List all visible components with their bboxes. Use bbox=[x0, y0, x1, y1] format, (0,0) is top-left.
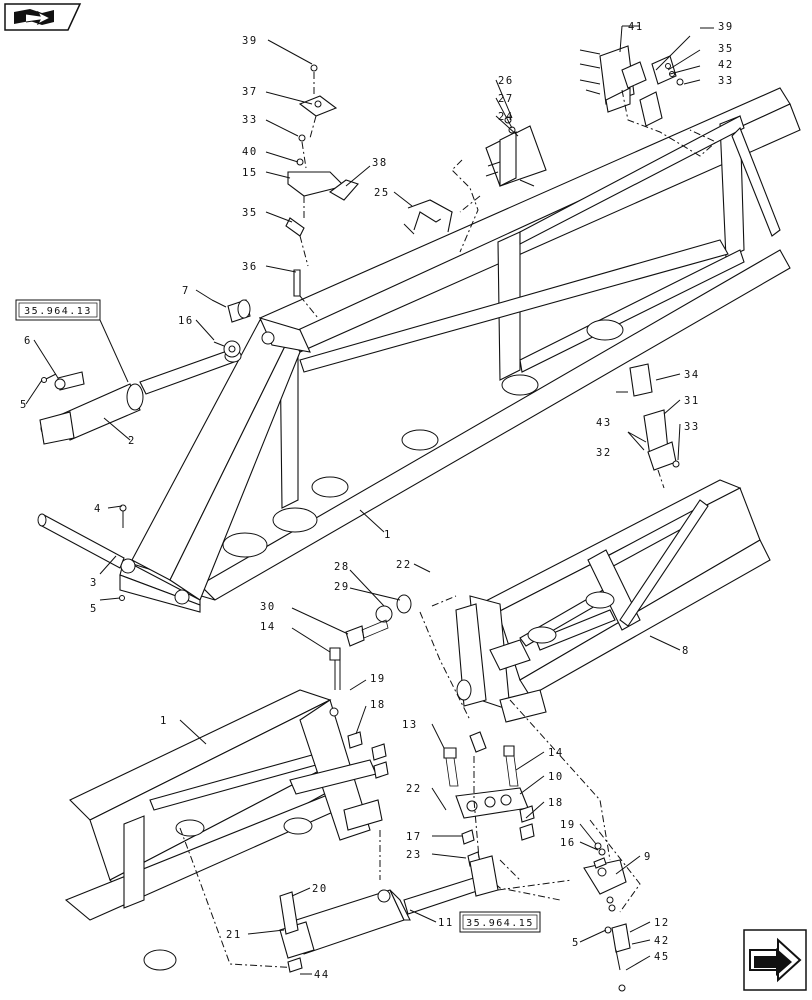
callout-7: 7 bbox=[182, 285, 190, 297]
upper-bracket-hardware bbox=[285, 64, 359, 319]
callout-22-lower: 22 bbox=[406, 783, 422, 795]
lower-right-boom-frame bbox=[455, 479, 771, 723]
callout-25: 25 bbox=[374, 187, 390, 199]
callout-14-lower: 14 bbox=[548, 747, 564, 759]
u-bolt-25 bbox=[403, 199, 454, 235]
nuts-18 bbox=[347, 731, 389, 779]
callout-1-lower: 1 bbox=[160, 715, 168, 727]
bolt-5 bbox=[41, 373, 57, 383]
plate-41 bbox=[579, 45, 684, 127]
callout-36: 36 bbox=[242, 261, 258, 273]
callout-6: 6 bbox=[24, 335, 32, 347]
upper-boom-frame bbox=[119, 87, 801, 613]
callout-11: 11 bbox=[438, 917, 454, 929]
lower-left-boom-frame bbox=[64, 689, 383, 971]
plate-10 bbox=[455, 787, 529, 819]
bolt-44 bbox=[287, 957, 303, 973]
callout-30: 30 bbox=[260, 601, 276, 613]
callout-24: 24 bbox=[498, 111, 514, 123]
bushing bbox=[469, 731, 487, 753]
bushing-16 bbox=[213, 340, 241, 358]
callout-22: 22 bbox=[396, 559, 412, 571]
callout-42-lower: 42 bbox=[654, 935, 670, 947]
callout-19-lower: 19 bbox=[560, 819, 576, 831]
callout-16-lower: 16 bbox=[560, 837, 576, 849]
pin-20 bbox=[279, 891, 299, 935]
callout-5-lower: 5 bbox=[90, 603, 98, 615]
callout-18: 18 bbox=[370, 699, 386, 711]
bolt-12 bbox=[611, 923, 631, 971]
callout-33: 33 bbox=[242, 114, 258, 126]
pin-7 bbox=[211, 299, 251, 323]
callout-43: 43 bbox=[596, 417, 612, 429]
callout-leaders bbox=[25, 25, 714, 975]
next-page-arrow-icon[interactable] bbox=[743, 929, 807, 991]
callout-34: 34 bbox=[684, 369, 700, 381]
washer-28-29 bbox=[375, 594, 412, 623]
callout-40: 40 bbox=[242, 146, 258, 158]
callout-9: 9 bbox=[644, 851, 652, 863]
callout-45: 45 bbox=[654, 951, 670, 963]
callout-29: 29 bbox=[334, 581, 350, 593]
bolt-30 bbox=[345, 619, 389, 647]
callout-15: 15 bbox=[242, 167, 258, 179]
upper-hydraulic-cylinder bbox=[39, 349, 242, 445]
callout-26: 26 bbox=[498, 75, 514, 87]
pin-4 bbox=[119, 504, 127, 528]
pin-6 bbox=[54, 371, 85, 391]
callout-19: 19 bbox=[370, 673, 386, 685]
callout-27: 27 bbox=[498, 93, 514, 105]
callout-21: 21 bbox=[226, 929, 242, 941]
callout-5-bottom: 5 bbox=[572, 937, 580, 949]
lower-hydraulic-cylinder bbox=[279, 855, 499, 959]
catalog-book-icon[interactable] bbox=[4, 3, 82, 31]
callout-42: 42 bbox=[718, 59, 734, 71]
bracket-24 bbox=[485, 116, 547, 187]
callout-5: 5 bbox=[20, 399, 28, 411]
callout-18-lower: 18 bbox=[548, 797, 564, 809]
callout-39-right: 39 bbox=[718, 21, 734, 33]
callout-4: 4 bbox=[94, 503, 102, 515]
callout-8: 8 bbox=[682, 645, 690, 657]
reference-label-top: 35.964.13 bbox=[24, 306, 92, 317]
bolt-5-lower bbox=[119, 595, 125, 601]
callout-16: 16 bbox=[178, 315, 194, 327]
pivot-pin bbox=[37, 513, 125, 569]
callout-23: 23 bbox=[406, 849, 422, 861]
callout-33-bracket: 33 bbox=[684, 421, 700, 433]
callout-2: 2 bbox=[128, 435, 136, 447]
callout-38: 38 bbox=[372, 157, 388, 169]
callout-28: 28 bbox=[334, 561, 350, 573]
callout-35: 35 bbox=[242, 207, 258, 219]
reference-box-bottom[interactable]: 35.964.15 bbox=[459, 911, 541, 933]
callout-37: 37 bbox=[242, 86, 258, 98]
callout-14: 14 bbox=[260, 621, 276, 633]
callout-32: 32 bbox=[596, 447, 612, 459]
callout-3: 3 bbox=[90, 577, 98, 589]
bracket-9 bbox=[583, 857, 627, 895]
callout-17: 17 bbox=[406, 831, 422, 843]
callout-31: 31 bbox=[684, 395, 700, 407]
callout-13: 13 bbox=[402, 719, 418, 731]
callout-35-right: 35 bbox=[718, 43, 734, 55]
bracket-31 bbox=[627, 363, 680, 489]
reference-box-top[interactable]: 35.964.13 bbox=[15, 299, 101, 321]
callout-numbers: 39 37 33 40 15 38 35 36 26 27 24 25 41 3… bbox=[20, 21, 734, 981]
bolt-14-lower bbox=[503, 745, 519, 787]
reference-label-bottom: 35.964.15 bbox=[466, 918, 534, 929]
bolt-13 bbox=[443, 747, 459, 787]
callout-1: 1 bbox=[384, 529, 392, 541]
bolt-14-upper bbox=[329, 647, 341, 690]
callout-39: 39 bbox=[242, 35, 258, 47]
callout-20: 20 bbox=[312, 883, 328, 895]
callout-33-right: 33 bbox=[718, 75, 734, 87]
callout-10: 10 bbox=[548, 771, 564, 783]
callout-44: 44 bbox=[314, 969, 330, 981]
callout-41: 41 bbox=[628, 21, 644, 33]
callout-12: 12 bbox=[654, 917, 670, 929]
